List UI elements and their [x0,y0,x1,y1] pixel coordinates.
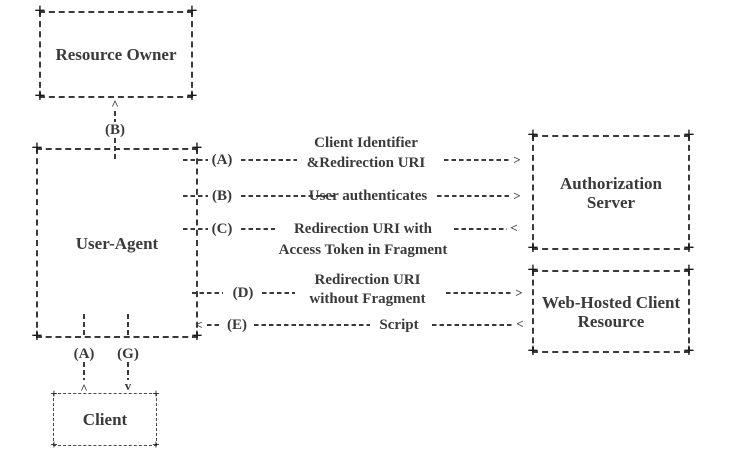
plus-corner-icon: + [683,259,695,281]
user-agent-box: + + + + User-Agent [31,138,202,346]
plus-corner-icon: + [191,325,203,347]
plus-corner-icon: + [186,85,198,107]
plus-corner-icon: + [31,137,43,159]
flow-e-description: Script [368,315,430,335]
flow-a-description-line2: &Redirection URI [306,155,426,171]
flow-c-description-line2: Access Token in Fragment [278,242,448,258]
flow-e-line [207,324,221,326]
flow-a-step-label: (A) [211,152,233,168]
plus-corner-icon: + [527,340,539,362]
user-agent-label: User-Agent [75,233,159,253]
flow-bottom-a-step-label: (A) [73,346,95,362]
flow-d-description-line1: Redirection URI [314,272,421,288]
resource-owner-box: + + + + Resource Owner [34,1,197,106]
authorization-server-box: + + + + Authorization Server [527,125,694,258]
flow-c-arrow-left-icon: < [510,220,518,235]
flow-c-line [183,228,208,230]
plus-corner-icon: + [34,85,46,107]
flow-d-line [192,292,223,294]
flow-bottom-a-arrow-up-icon: ^ [80,381,88,396]
plus-corner-icon: + [683,237,695,259]
flow-c-line [241,228,275,230]
flow-e-arrow-left-icon: < [195,317,203,332]
flow-a-arrow-right-icon: > [513,152,521,167]
flow-e-line [254,324,370,326]
flow-b-description: User authenticates [300,186,436,206]
plus-corner-icon: + [34,0,46,22]
flow-c-line [454,228,507,230]
flow-e-arrow-left-icon: < [516,316,524,331]
authorization-server-label-line1: Authorization [560,173,662,193]
flow-b-line [183,195,208,197]
flow-bottom-g-step-label: (G) [117,346,139,362]
flow-a-line [183,159,208,161]
plus-corner-icon: + [527,237,539,259]
client-label: Client [82,410,128,429]
flow-c-description-line1: Redirection URI with [293,221,433,237]
flow-d-line [446,292,512,294]
plus-corner-icon: + [50,437,58,449]
plus-corner-icon: + [152,386,160,401]
plus-corner-icon: + [186,0,198,22]
flow-top-b-line [114,138,116,162]
flow-d-line [262,292,295,294]
flow-d-arrow-right-icon: > [515,285,523,300]
flow-bottom-a-line [83,314,85,338]
flow-d-description-line2: without Fragment [309,291,426,307]
web-hosted-client-resource-box: + + + + Web-Hosted Client Resource [527,260,694,361]
flow-bottom-g-line [127,362,129,380]
flow-b-line [241,195,338,197]
resource-owner-label: Resource Owner [55,45,177,64]
web-hosted-label-line1: Web-Hosted Client [541,292,681,312]
flow-a-line [444,159,510,161]
flow-bottom-g-arrow-down-icon: v [124,378,132,393]
plus-corner-icon: + [527,259,539,281]
plus-corner-icon: + [31,325,43,347]
flow-top-b-step-label: (B) [105,122,125,138]
flow-a-line [241,159,297,161]
plus-corner-icon: + [191,137,203,159]
flow-e-description-line1: Script [379,317,419,333]
flow-e-step-label: (E) [227,317,247,333]
plus-corner-icon: + [683,124,695,146]
plus-corner-icon: + [152,437,160,449]
plus-corner-icon: + [50,386,58,401]
plus-corner-icon: + [527,124,539,146]
flow-b-line [437,195,510,197]
flow-top-b-arrow-up-icon: ^ [111,97,119,112]
flow-d-description: Redirection URI without Fragment [300,271,435,309]
flow-d-step-label: (D) [232,285,254,301]
flow-a-description-line1: Client Identifier [314,135,418,151]
flow-b-step-label: (B) [212,188,232,204]
flow-c-step-label: (C) [211,221,233,237]
web-hosted-label-line2: Resource [577,311,645,331]
authorization-server-label-line2: Server [586,192,636,212]
flow-a-description: Client Identifier &Redirection URI [289,133,443,173]
flow-b-arrow-right-icon: > [513,188,521,203]
flow-c-description: Redirection URI with Access Token in Fra… [277,219,449,261]
flow-e-line [432,324,514,326]
flow-bottom-a-line [83,362,85,380]
plus-corner-icon: + [683,340,695,362]
flow-b-description-line1: User authenticates [308,188,428,204]
client-box: + + + + Client [50,387,159,449]
flow-top-b-line [114,111,116,122]
flow-bottom-g-line [127,314,129,338]
